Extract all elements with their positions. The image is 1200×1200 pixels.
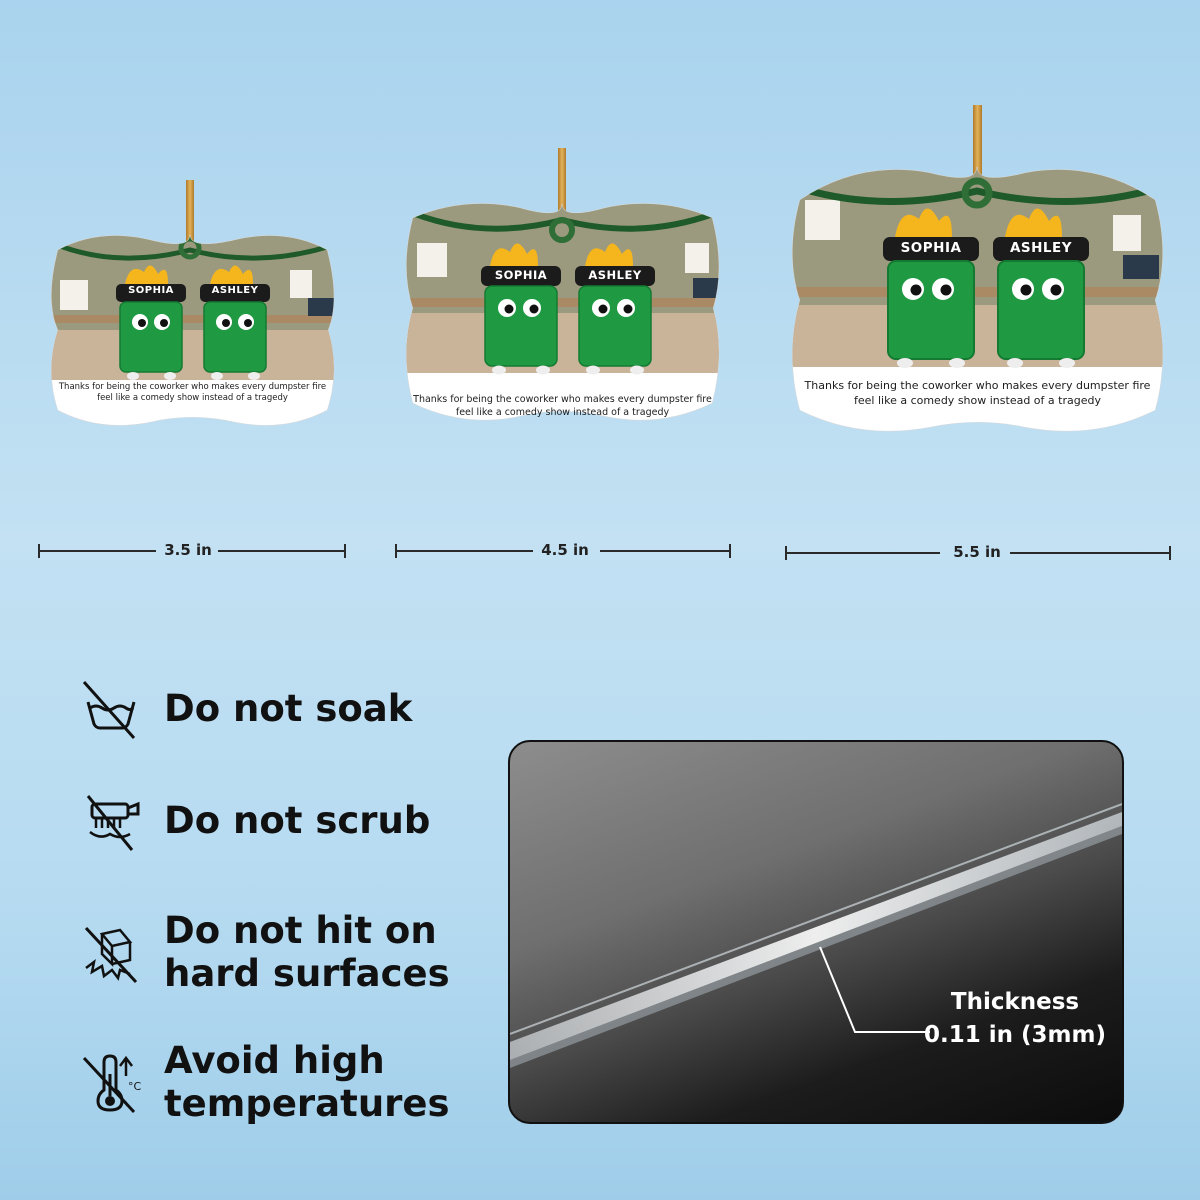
measure-medium: 4.5 in (395, 541, 731, 561)
ornament-caption: Thanks for being the coworker who makes … (785, 379, 1170, 409)
care-no-hit: Do not hit on hard surfaces (80, 909, 450, 995)
ornament-large: SOPHIA ASHLEY Thanks for being the cowor… (785, 105, 1170, 440)
ornament-ribbon (558, 148, 566, 220)
care-no-soak: Do not soak (80, 678, 412, 740)
dumpster-right (575, 243, 655, 375)
thickness-label: Thickness 0.11 in (3mm) (924, 989, 1106, 1049)
ornament-ribbon (186, 180, 194, 242)
name-tag-left: SOPHIA (494, 268, 548, 282)
caption-line-2: feel like a comedy show instead of a tra… (97, 393, 288, 404)
measure-small: 3.5 in (38, 541, 346, 561)
name-tag-right: ASHLEY (1009, 240, 1073, 256)
name-tag-right: ASHLEY (588, 268, 642, 282)
no-scrub-icon (86, 795, 140, 851)
ornament-ribbon (973, 105, 982, 185)
care-label: Do not scrub (164, 798, 431, 842)
name-tag-left: SOPHIA (128, 285, 174, 296)
no-heat-icon: °C (82, 1054, 142, 1113)
dumpster-left (481, 243, 561, 375)
svg-text:°C: °C (128, 1080, 142, 1093)
size-label: 5.5 in (953, 543, 1001, 561)
caption-line-2: feel like a comedy show instead of a tra… (455, 406, 670, 418)
care-label: Do not hit on hard surfaces (164, 909, 450, 995)
size-label: 4.5 in (541, 541, 589, 559)
dumpster-left (116, 265, 186, 380)
ornament-small: SOPHIA ASHLEY Thanks for being the cowor… (40, 180, 345, 435)
ornament-body (406, 203, 720, 421)
no-hit-icon (84, 926, 138, 983)
ornament-body (51, 234, 335, 426)
care-label: Avoid high temperatures (164, 1039, 450, 1125)
acrylic-edge (510, 803, 1122, 1068)
ornament-caption: Thanks for being the coworker who makes … (395, 394, 730, 420)
no-soak-icon (82, 681, 136, 739)
size-label: 3.5 in (164, 541, 212, 559)
caption-line-1: Thanks for being the coworker who makes … (413, 394, 712, 405)
ornament-body (792, 166, 1163, 432)
dumpster-right (200, 265, 270, 380)
care-no-heat: °C Avoid high temperatures (80, 1039, 450, 1125)
dumpster-right (993, 208, 1089, 368)
ornament-caption: Thanks for being the coworker who makes … (40, 382, 345, 405)
care-label: Do not soak (164, 686, 413, 730)
thickness-photo: Thickness 0.11 in (3mm) (508, 740, 1124, 1124)
dumpster-left (883, 208, 979, 368)
care-no-scrub: Do not scrub (80, 790, 430, 852)
caption-line-1: Thanks for being the coworker who makes … (804, 379, 1151, 392)
ornament-medium: SOPHIA ASHLEY Thanks for being the cowor… (395, 148, 730, 433)
measure-large: 5.5 in (785, 543, 1171, 563)
name-tag-left: SOPHIA (900, 240, 962, 256)
caption-line-1: Thanks for being the coworker who makes … (58, 382, 327, 392)
name-tag-right: ASHLEY (211, 285, 259, 296)
caption-line-2: feel like a comedy show instead of a tra… (854, 393, 1101, 407)
